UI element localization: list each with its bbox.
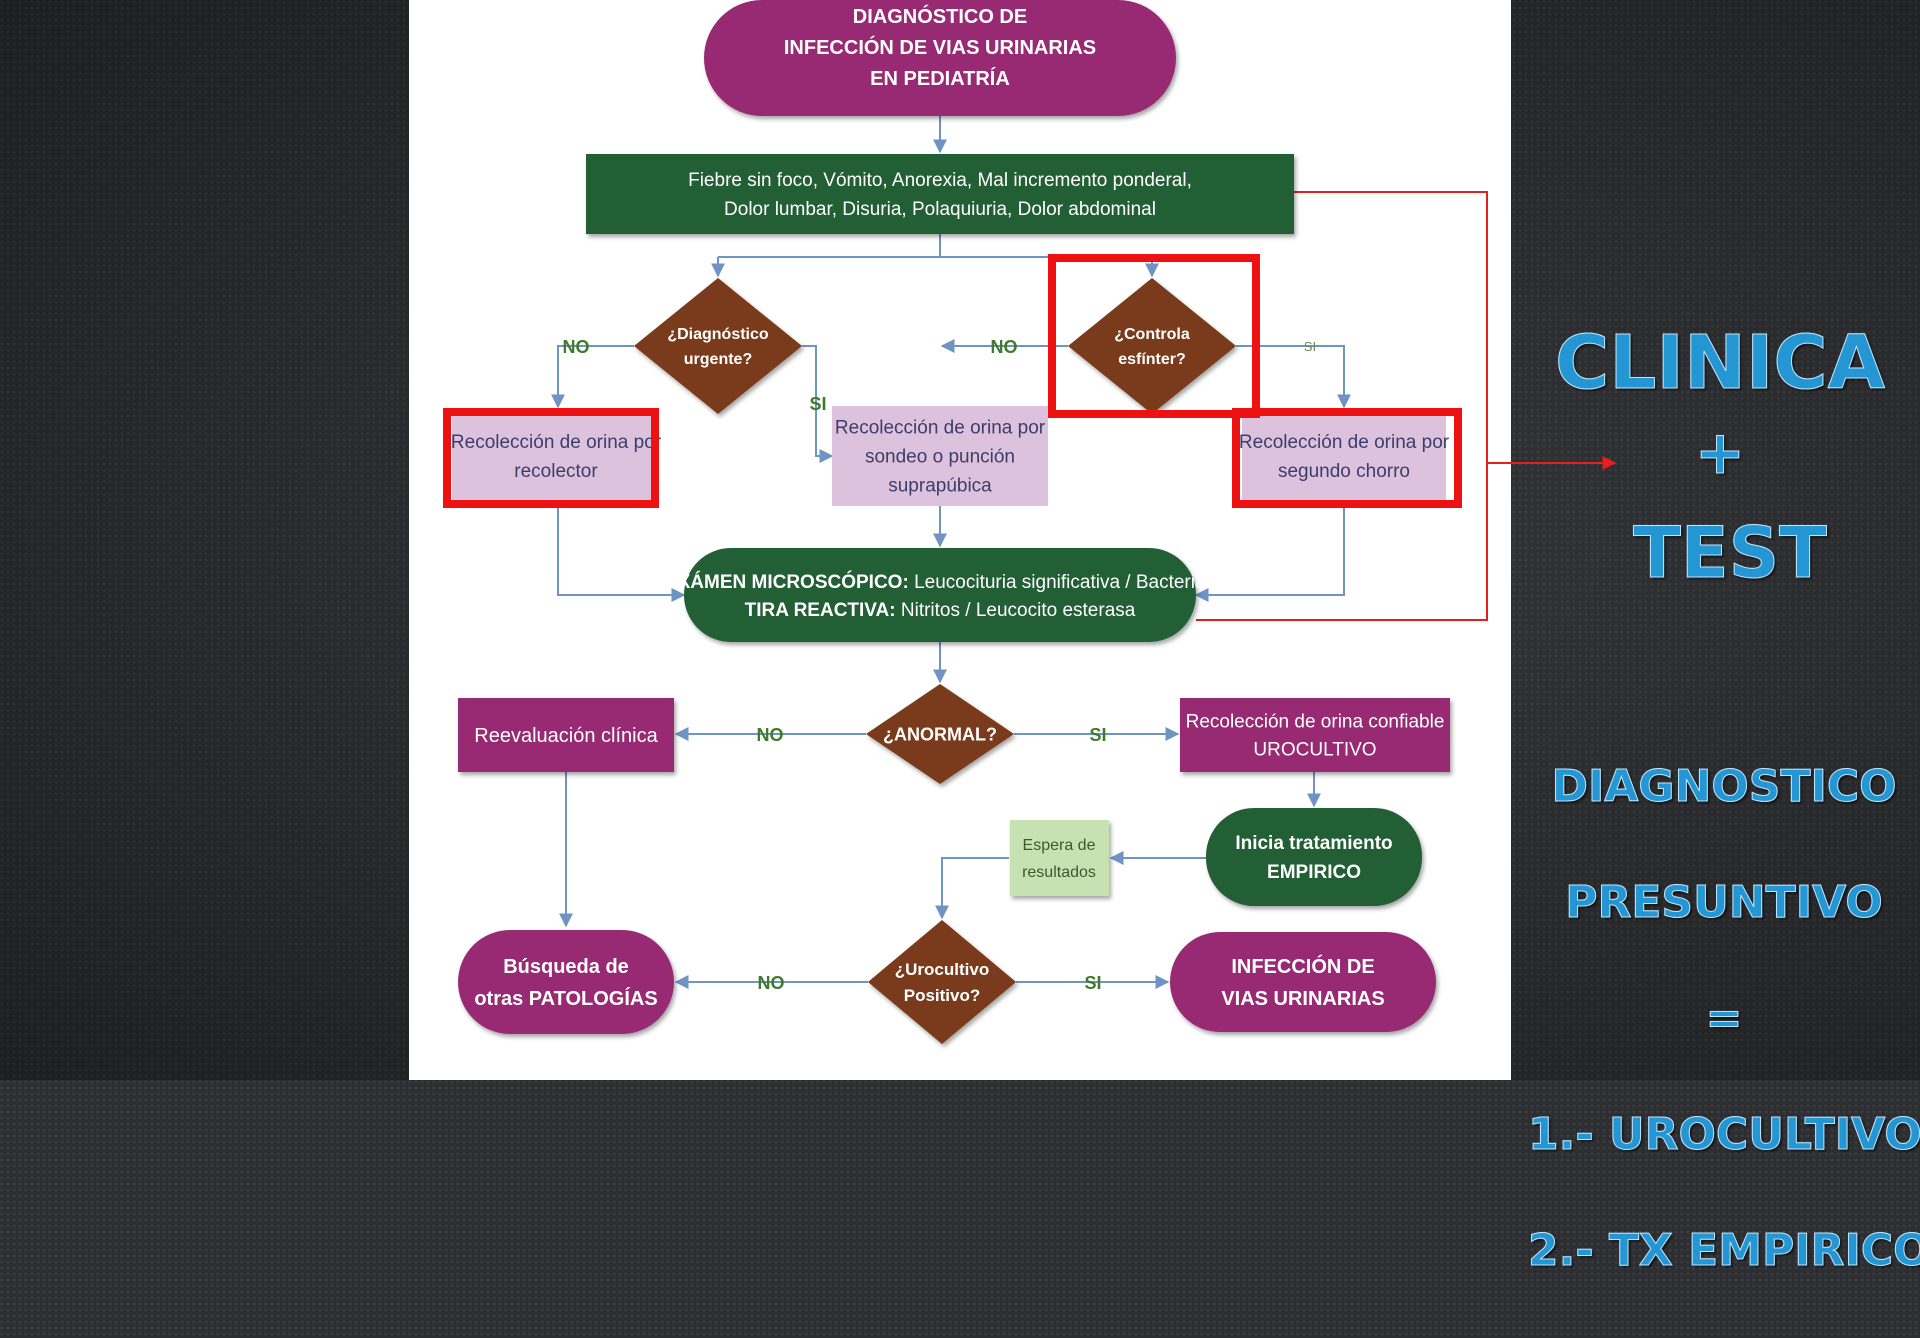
node-label-line: EN PEDIATRÍA [870,67,1010,90]
side-diag-line-5: 2.- TX EMPIRICO [1528,1225,1920,1277]
node-label-line: resultados [1022,864,1096,881]
catheter-collection-box: Recolección de orina por sondeo o punción… [832,406,1048,506]
node-label-line: otras PATOLOGÍAS [474,987,657,1010]
label-no-abnormal: NO [757,725,784,745]
edge-sphincter-si [1236,345,1351,409]
node-label-line: UROCULTIVO [1253,740,1376,761]
side-diag-line-2: PRESUNTIVO [1565,877,1884,929]
edge-urgent-no [551,345,634,409]
uti-result-terminal: INFECCIÓN DE VIAS URINARIAS [1170,932,1436,1032]
side-diag-line-1: DIAGNOSTICO [1551,761,1897,813]
highlight-midstream-collection [1232,408,1462,508]
reevaluation-box: Reevaluación clínica [458,698,674,772]
label-no-sphincter: NO [991,337,1018,357]
node-label-line: INFECCIÓN DE VIAS URINARIAS [784,35,1096,59]
edge-midstream-to-exam [1194,508,1345,602]
urgent-diagnosis-decision: ¿Diagnóstico urgente? [634,278,802,414]
symptoms-box: Fiebre sin foco, Vómito, Anorexia, Mal i… [586,154,1294,234]
title-terminal: DIAGNÓSTICO DE INFECCIÓN DE VIAS URINARIA… [704,0,1176,116]
node-label-line: esfínter? [1118,351,1186,368]
exam-line-1: EXÁMEN MICROSCÓPICO: Leucocituria signif… [665,571,1215,593]
exam-line-2: TIRA REACTIVA: Nitritos / Leucocito este… [745,600,1136,621]
bag-collection-box: Recolección de orina por recolector [451,410,662,506]
node-label: Fiebre sin foco, Vómito, Anorexia, Mal i… [688,170,1192,220]
flowchart-diagram: NO SI NO SI NO SI NO SI DIAGNÓSTICO DE IN… [443,0,1920,1044]
side-plus-sign: + [1694,418,1746,489]
side-diagnostico-block: DIAGNOSTICO PRESUNTIVO = 1.- UROCULTIVO … [1528,700,1920,1338]
highlight-bag-collection [443,408,659,508]
label-si-sphincter: SI [1304,339,1316,354]
node-label-line: Recolección de orina por [1239,432,1450,453]
node-label-line: Recolección de orina por [451,432,662,453]
node-label-line: Dolor lumbar, Disuria, Polaquiuria, Dolo… [724,199,1156,220]
side-diag-line-3: = [1705,993,1743,1045]
node-label: DIAGNÓSTICO DE INFECCIÓN DE VIAS URINARIA… [784,4,1096,90]
edge-wait-to-culture-decision [935,857,1009,920]
side-diag-line-4: 1.- UROCULTIVO [1528,1109,1920,1161]
node-label-line: Búsqueda de [503,956,629,978]
node-label-line: INFECCIÓN DE [1231,954,1374,978]
annotation-connector [1196,191,1615,621]
node-label-line: ¿Urocultivo [895,960,989,979]
label-si-abnormal: SI [1089,725,1106,745]
node-label-line: Reevaluación clínica [474,725,658,747]
node-label: Recolección de orina por sondeo o punción… [835,418,1046,497]
node-label: ¿Diagnóstico urgente? [667,326,769,368]
edge-bag-to-exam [557,508,686,602]
node-label-line: Positivo? [904,986,981,1005]
node-label-line: Inicia tratamiento [1235,833,1392,854]
node-label-line: Recolección de orina confiable [1186,712,1445,733]
node-label-line: ¿ANORMAL? [883,724,997,744]
node-label-line: suprapúbica [888,476,992,497]
label-si-urgent: SI [809,394,826,414]
node-label: Recolección de orina por segundo chorro [1239,432,1450,482]
sphincter-control-decision: ¿Controla esfínter? [1068,278,1236,414]
exam-terminal: EXÁMEN MICROSCÓPICO: Leucocituria signif… [665,548,1215,642]
node-label-line: ¿Diagnóstico [667,326,769,343]
node-label-line: EMPIRICO [1267,862,1361,883]
edge-symptoms-split [718,234,1152,258]
abnormal-decision: ¿ANORMAL? [866,684,1014,784]
side-clinica-heading: CLINICA [1554,320,1886,407]
edge-urgent-si [802,345,834,463]
label-si-culture: SI [1084,973,1101,993]
node-label: Reevaluación clínica [474,725,658,747]
node-label: ¿ANORMAL? [883,724,997,744]
node-label-line: urgente? [684,351,752,368]
other-pathologies-terminal: Búsqueda de otras PATOLOGÍAS [458,930,674,1034]
node-label-line: Recolección de orina por [835,418,1046,439]
wait-results-box: Espera de resultados [1010,820,1109,896]
node-label-line: segundo chorro [1278,461,1410,482]
node-label: Búsqueda de otras PATOLOGÍAS [474,956,657,1010]
node-label-line: VIAS URINARIAS [1221,988,1384,1010]
node-label: INFECCIÓN DE VIAS URINARIAS [1221,954,1384,1010]
node-label-line: DIAGNÓSTICO DE [853,4,1027,28]
node-label-line: ¿Controla [1114,326,1190,343]
node-label-line: Fiebre sin foco, Vómito, Anorexia, Mal i… [688,170,1192,191]
node-label-line: sondeo o punción [865,447,1015,468]
midstream-collection-box: Recolección de orina por segundo chorro [1239,410,1450,506]
node-label: ¿Controla esfínter? [1114,326,1190,368]
label-no-urgent: NO [563,337,590,357]
side-test-heading: TEST [1633,512,1828,595]
node-label: Recolección de orina por recolector [451,432,662,482]
highlight-sphincter [1048,254,1260,418]
node-label-line: Espera de [1023,837,1096,854]
node-label: Espera de resultados [1022,837,1096,881]
node-label-line: recolector [514,461,598,482]
label-no-culture: NO [758,973,785,993]
